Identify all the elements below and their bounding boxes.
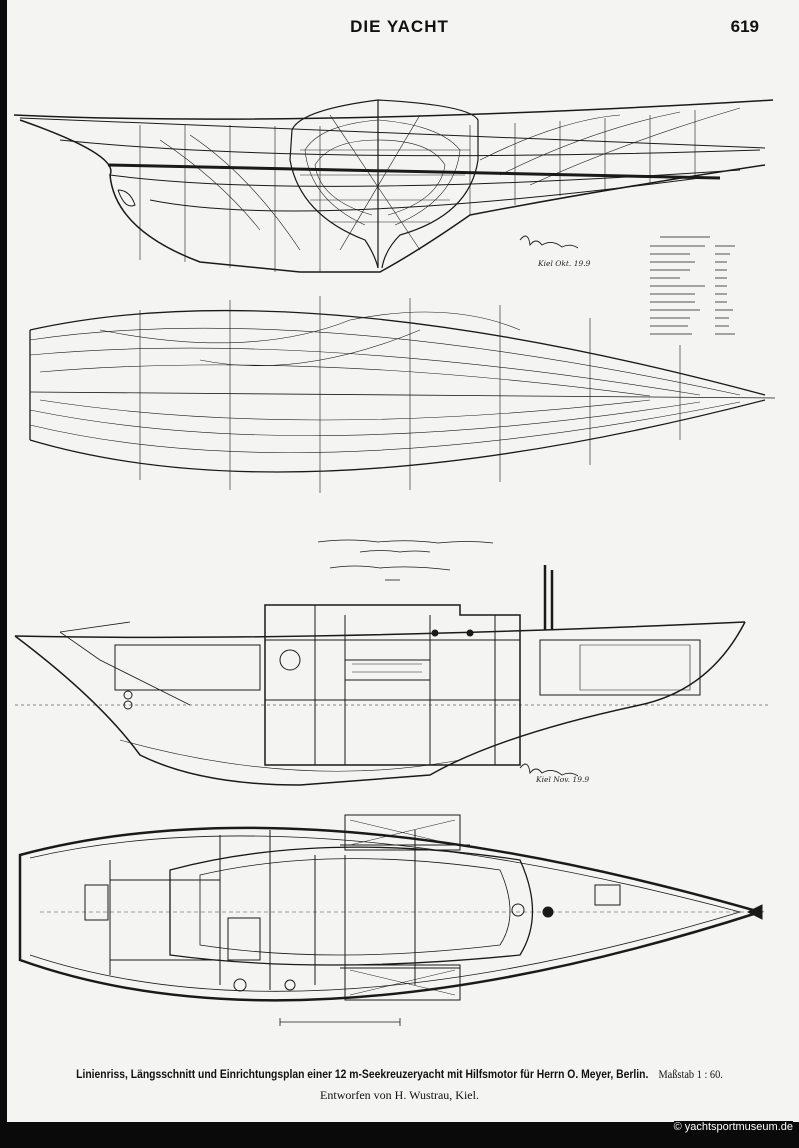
dimensions-table <box>650 236 735 335</box>
caption-main: Linienriss, Längsschnitt und Einrichtung… <box>76 1069 649 1081</box>
designer-credit: Entworfen von H. Wustrau, Kiel. <box>320 1088 479 1102</box>
caption-scale: Maßstab 1 : 60. <box>658 1069 723 1081</box>
signature-top-place-date: Kiel Okt. 19.9 <box>538 259 591 268</box>
sheer-plan <box>13 99 774 273</box>
page-number: 619 <box>730 17 759 36</box>
watermark: © yachtsportmuseum.de <box>673 1121 793 1133</box>
yacht-drawings <box>13 99 776 1026</box>
figure-caption: Linienriss, Längsschnitt und Einrichtung… <box>40 1069 759 1081</box>
handwritten-title <box>317 539 494 581</box>
magazine-title: DIE YACHT <box>350 17 449 36</box>
half-breadth-plan <box>29 296 776 493</box>
signature-middle-place-date: Kiel Nov. 19.9 <box>536 775 590 784</box>
signature-middle <box>519 763 579 777</box>
interior-profile <box>14 565 770 786</box>
signature-top <box>519 235 579 249</box>
scan-border-left <box>0 0 7 1148</box>
accommodation-plan <box>18 814 765 1026</box>
scan-border-bottom <box>0 1122 799 1148</box>
